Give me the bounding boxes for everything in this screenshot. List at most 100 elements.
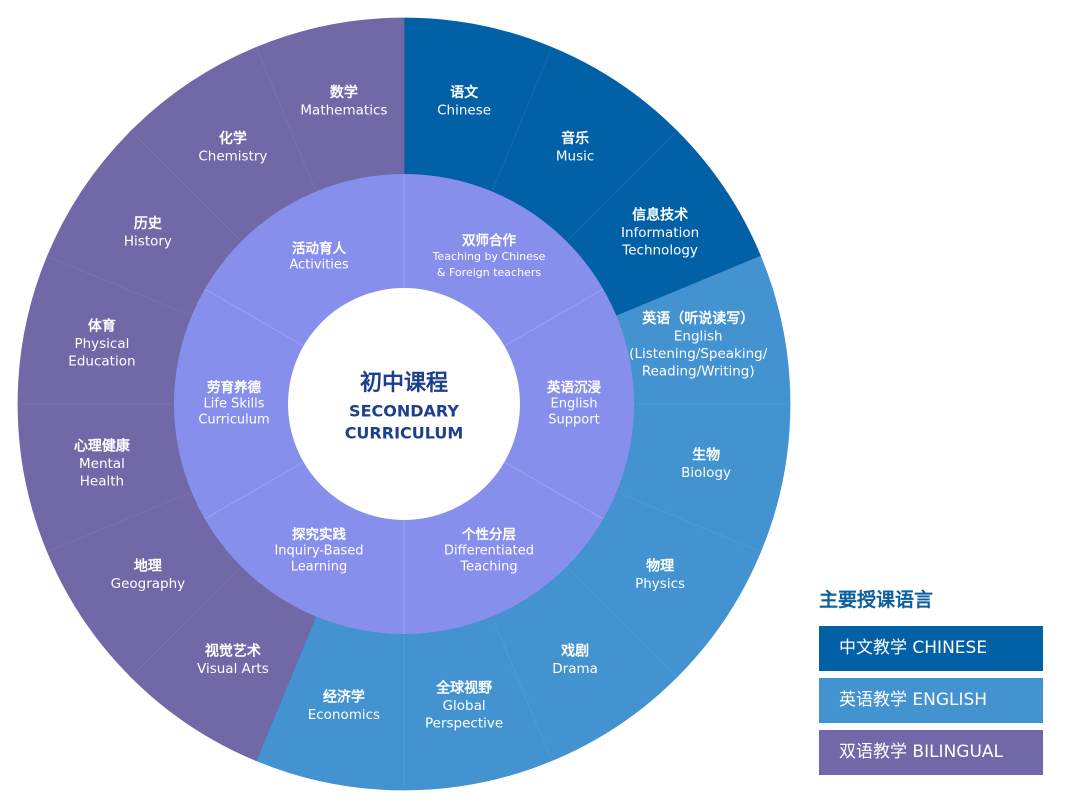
outer-label-chinese-line-2: Chinese — [437, 103, 491, 119]
outer-label-english-line-2: English — [674, 329, 723, 345]
inner-label-differentiated-line-3: Teaching — [459, 560, 517, 575]
outer-label-mental-line-3: Health — [80, 474, 124, 490]
inner-label-inquiry-based-line-2: Inquiry-Based — [274, 544, 363, 559]
outer-divider — [131, 131, 241, 241]
outer-label-physical-line-2: Physical — [74, 336, 129, 352]
center-circle — [288, 288, 520, 520]
outer-label-geography: 地理 Geography — [111, 557, 186, 592]
inner-label-differentiated-line-2: Differentiated — [444, 544, 534, 559]
outer-label-visual-arts-line-2: Visual Arts — [197, 661, 269, 677]
outer-divider — [256, 48, 316, 190]
outer-divider — [567, 567, 677, 677]
outer-label-economics-line-1: 经济学 — [323, 688, 365, 705]
outer-ring: 语文 Chinese 音乐 Music 信息技术 InformationTechnolog… — [17, 17, 791, 791]
outer-label-chemistry-line-1: 化学 — [219, 130, 247, 147]
outer-label-global-line-2: Global — [443, 698, 486, 714]
outer-divider — [567, 131, 677, 241]
center-title-zh: 初中课程 — [360, 370, 448, 396]
outer-divider — [48, 256, 190, 316]
outer-label-geography-line-1: 地理 — [134, 557, 162, 574]
outer-label-chemistry-line-2: Chemistry — [198, 149, 267, 165]
center-hub: 初中课程 SECONDARY CURRICULUM — [288, 288, 520, 520]
outer-divider — [492, 618, 552, 760]
outer-label-mental-line-1: 心理健康 — [74, 438, 131, 455]
inner-label-teaching-by-chinese-line-1: 双师合作 — [462, 232, 516, 249]
inner-label-life-skills-line-3: Curriculum — [198, 413, 269, 428]
outer-label-music: 音乐 Music — [556, 130, 594, 165]
inner-label-teaching-by-chinese-line-3: & Foreign teachers — [437, 266, 541, 279]
legend-item-english: 英语教学 ENGLISH — [819, 678, 1043, 723]
outer-label-drama-line-1: 戏剧 — [560, 642, 589, 659]
outer-label-mental-line-2: Mental — [79, 456, 125, 472]
outer-label-biology: 生物 Biology — [681, 446, 731, 481]
outer-label-english-line-3: (Listening/Speaking/ — [629, 346, 768, 362]
legend-item-chinese: 中文教学 CHINESE — [819, 626, 1043, 671]
outer-label-history-line-2: History — [124, 234, 172, 250]
outer-label-music-line-1: 音乐 — [561, 130, 589, 147]
outer-label-physics-line-1: 物理 — [646, 557, 674, 574]
outer-label-information-line-3: Technology — [621, 242, 698, 258]
inner-label-inquiry-based-line-1: 探究实践 — [292, 526, 346, 543]
outer-label-information-line-1: 信息技术 — [632, 206, 688, 223]
outer-label-mathematics-line-1: 数学 — [330, 84, 358, 101]
outer-divider — [48, 492, 190, 552]
outer-label-visual-arts-line-1: 视觉艺术 — [205, 642, 261, 659]
outer-label-physical-line-3: Education — [68, 353, 135, 369]
inner-label-english-line-1: 英语沉浸 — [546, 379, 601, 396]
outer-label-physical-line-1: 体育 — [88, 317, 116, 334]
center-title-en-line1: SECONDARY — [349, 402, 459, 421]
inner-label-life-skills-line-2: Life Skills — [204, 397, 265, 412]
inner-divider — [504, 288, 604, 347]
inner-label-activities-line-1: 活动育人 — [292, 240, 346, 257]
inner-label-life-skills-line-1: 劳育养德 — [207, 379, 261, 396]
outer-label-information-line-2: Information — [621, 225, 699, 241]
inner-label-english-line-3: Support — [548, 413, 599, 428]
outer-label-history-line-1: 历史 — [134, 216, 163, 232]
outer-label-physics-line-2: Physics — [635, 576, 685, 592]
outer-label-music-line-2: Music — [556, 149, 594, 165]
inner-divider — [504, 461, 604, 520]
inner-divider — [204, 461, 304, 520]
outer-label-chinese: 语文 Chinese — [437, 84, 491, 119]
inner-label-english-line-2: English — [551, 397, 598, 412]
outer-label-english-line-1: 英语（听说读写） — [641, 310, 754, 327]
outer-label-geography-line-2: Geography — [111, 576, 186, 592]
outer-label-biology-line-1: 生物 — [692, 446, 720, 463]
inner-label-inquiry-based-line-3: Learning — [291, 560, 347, 575]
inner-label-teaching-by-chinese-line-2: Teaching by Chinese — [432, 250, 546, 263]
outer-label-drama: 戏剧 Drama — [552, 642, 598, 677]
outer-label-economics: 经济学 Economics — [308, 688, 380, 723]
outer-label-global-line-3: Perspective — [425, 716, 503, 732]
center-title-en-line2: CURRICULUM — [345, 424, 464, 443]
outer-divider — [618, 492, 760, 552]
inner-label-activities-line-2: Activities — [289, 257, 349, 272]
outer-label-english: 英语（听说读写）English(Listening/Speaking/Readi… — [629, 310, 768, 380]
outer-label-biology-line-2: Biology — [681, 465, 731, 481]
curriculum-wheel: 语文 Chinese 音乐 Music 信息技术 InformationTechnolog… — [17, 17, 791, 791]
outer-label-economics-line-2: Economics — [308, 707, 380, 723]
outer-label-history: 历史 History — [124, 216, 172, 250]
outer-label-visual-arts: 视觉艺术 Visual Arts — [197, 642, 269, 677]
outer-label-chinese-line-1: 语文 — [450, 84, 479, 101]
outer-label-physics: 物理 Physics — [635, 557, 685, 592]
inner-divider — [204, 288, 304, 347]
outer-label-chemistry: 化学 Chemistry — [198, 130, 267, 165]
legend-item-bilingual: 双语教学 BILINGUAL — [819, 730, 1043, 775]
outer-label-drama-line-2: Drama — [552, 661, 598, 677]
legend-title: 主要授课语言 — [819, 589, 934, 611]
outer-label-global-line-1: 全球视野 — [435, 680, 492, 697]
inner-label-differentiated-line-1: 个性分层 — [461, 526, 516, 543]
legend: 主要授课语言 中文教学 CHINESE 英语教学 ENGLISH 双语教学 BI… — [819, 588, 1049, 782]
